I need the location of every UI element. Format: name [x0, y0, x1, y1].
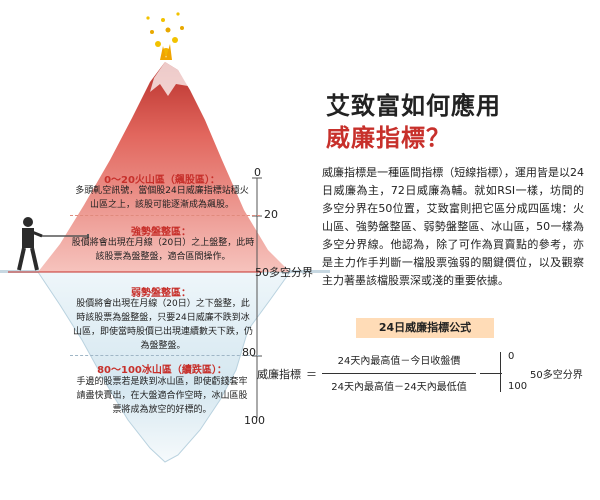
formula-fraction-bar	[322, 373, 476, 374]
iceberg-shape	[37, 271, 291, 463]
zone-iceberg-title: 80～100冰山區（續跌區）：	[97, 365, 227, 376]
formula-label: 威廉指標	[257, 368, 301, 381]
page-title-line1: 艾致富如何應用	[326, 92, 501, 120]
zone-weak-title: 弱勢盤整區：	[131, 288, 191, 299]
scale-label-0: 0	[254, 166, 261, 179]
formula-title-box: 24日威廉指標公式	[356, 318, 494, 338]
zone-strong-text: 股價將會出現在月線（20日）之上盤整，此時該股票為盤整盤，適合區間操作。	[71, 238, 255, 262]
formula-denominator: 24天內最高值－24天內最低值	[331, 382, 467, 393]
body-paragraph: 威廉指標是一種區間指標（短線指標），運用皆是以24日威廉為主，72日威廉為輔。就…	[322, 166, 584, 287]
snow-cap	[150, 62, 188, 96]
zone-iceberg-text: 手邊的股票若是跌到冰山區，即使虧錢套牢請盡快賣出，在大盤適合作空時，冰山區股票將…	[76, 377, 248, 415]
page-title-line2: 威廉指標？	[326, 124, 451, 152]
zone-volcano-text: 多頭軋空訊號，當個股24日威廉指標站穩火山區之上，該股可能逐漸成為飆股。	[75, 186, 249, 210]
zone-divider-80	[70, 355, 260, 356]
zone-divider-20	[70, 215, 260, 216]
formula-scale-axis	[500, 352, 501, 392]
scale-label-20: 20	[264, 208, 278, 221]
formula-scale-connector	[480, 373, 502, 374]
mountain-shape	[38, 62, 290, 272]
formula-scale-mid: 50多空分界	[530, 370, 583, 381]
scale-label-50: 50多空分界	[255, 266, 313, 279]
formula-scale-bottom: 100	[508, 381, 528, 392]
formula-scale-top: 0	[508, 351, 515, 362]
volcano-eruption-icon	[146, 12, 184, 60]
zone-strong-title: 強勢盤整區：	[131, 227, 191, 238]
zone-weak-text: 股價將會出現在月線（20日）之下盤整，此時該股票為盤整盤，只要24日威廉不跌到冰…	[72, 299, 253, 351]
formula-numerator: 24天內最高值－今日收盤價	[337, 356, 461, 367]
businessman-with-sword-icon	[17, 217, 89, 271]
scale-label-100: 100	[244, 414, 265, 427]
formula-equals: ＝	[306, 368, 317, 381]
scale-label-80: 80	[242, 346, 256, 359]
zone-volcano-title: 0～20火山區（飆股區）：	[104, 175, 220, 186]
